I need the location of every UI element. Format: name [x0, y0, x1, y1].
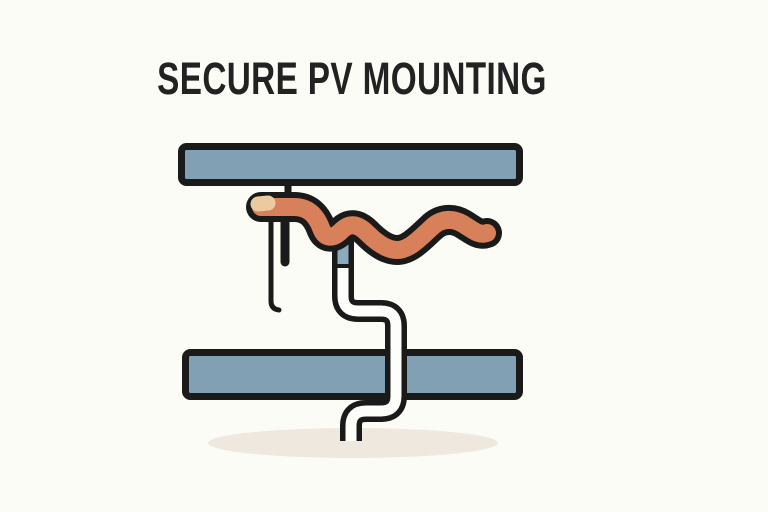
drip-line-long [268, 213, 282, 313]
bolt-interior [337, 268, 402, 441]
ground-shadow-ellipse [208, 428, 498, 458]
bottom-rail [182, 349, 523, 400]
mounting-bolt [332, 232, 407, 441]
clamp-highlight [250, 195, 276, 212]
top-panel [178, 143, 523, 186]
bolt-rail-insert [337, 232, 349, 266]
clamp-squiggle [246, 192, 502, 265]
clamp-body [252, 198, 496, 259]
page-title: SECURE PV MOUNTING [157, 53, 547, 104]
